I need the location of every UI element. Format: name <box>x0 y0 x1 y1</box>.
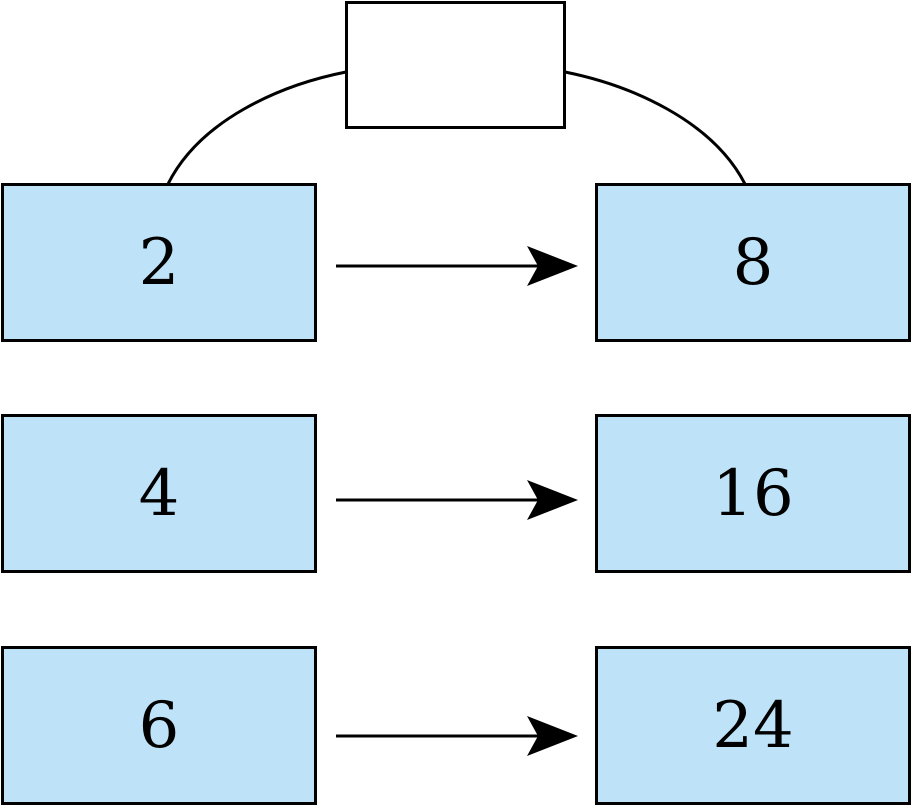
input-box-row-2: 4 <box>1 414 317 573</box>
input-to-rule-arc <box>166 70 347 185</box>
output-value-row-3: 24 <box>712 688 794 763</box>
input-box-row-1: 2 <box>1 183 317 342</box>
output-value-row-2: 16 <box>712 456 794 531</box>
input-value-row-1: 2 <box>138 225 180 300</box>
input-value-row-3: 6 <box>138 688 180 763</box>
arrow-row-1-head <box>527 246 578 286</box>
output-box-row-1: 8 <box>595 183 911 342</box>
output-box-row-2: 16 <box>595 414 911 573</box>
output-box-row-3: 24 <box>595 646 911 805</box>
arrow-row-3-head <box>527 716 578 756</box>
input-value-row-2: 4 <box>138 456 180 531</box>
input-box-row-3: 6 <box>1 646 317 805</box>
rule-box <box>345 1 566 129</box>
rule-to-output-arc <box>564 70 747 185</box>
arrow-row-2-head <box>527 480 578 520</box>
output-value-row-1: 8 <box>732 225 774 300</box>
